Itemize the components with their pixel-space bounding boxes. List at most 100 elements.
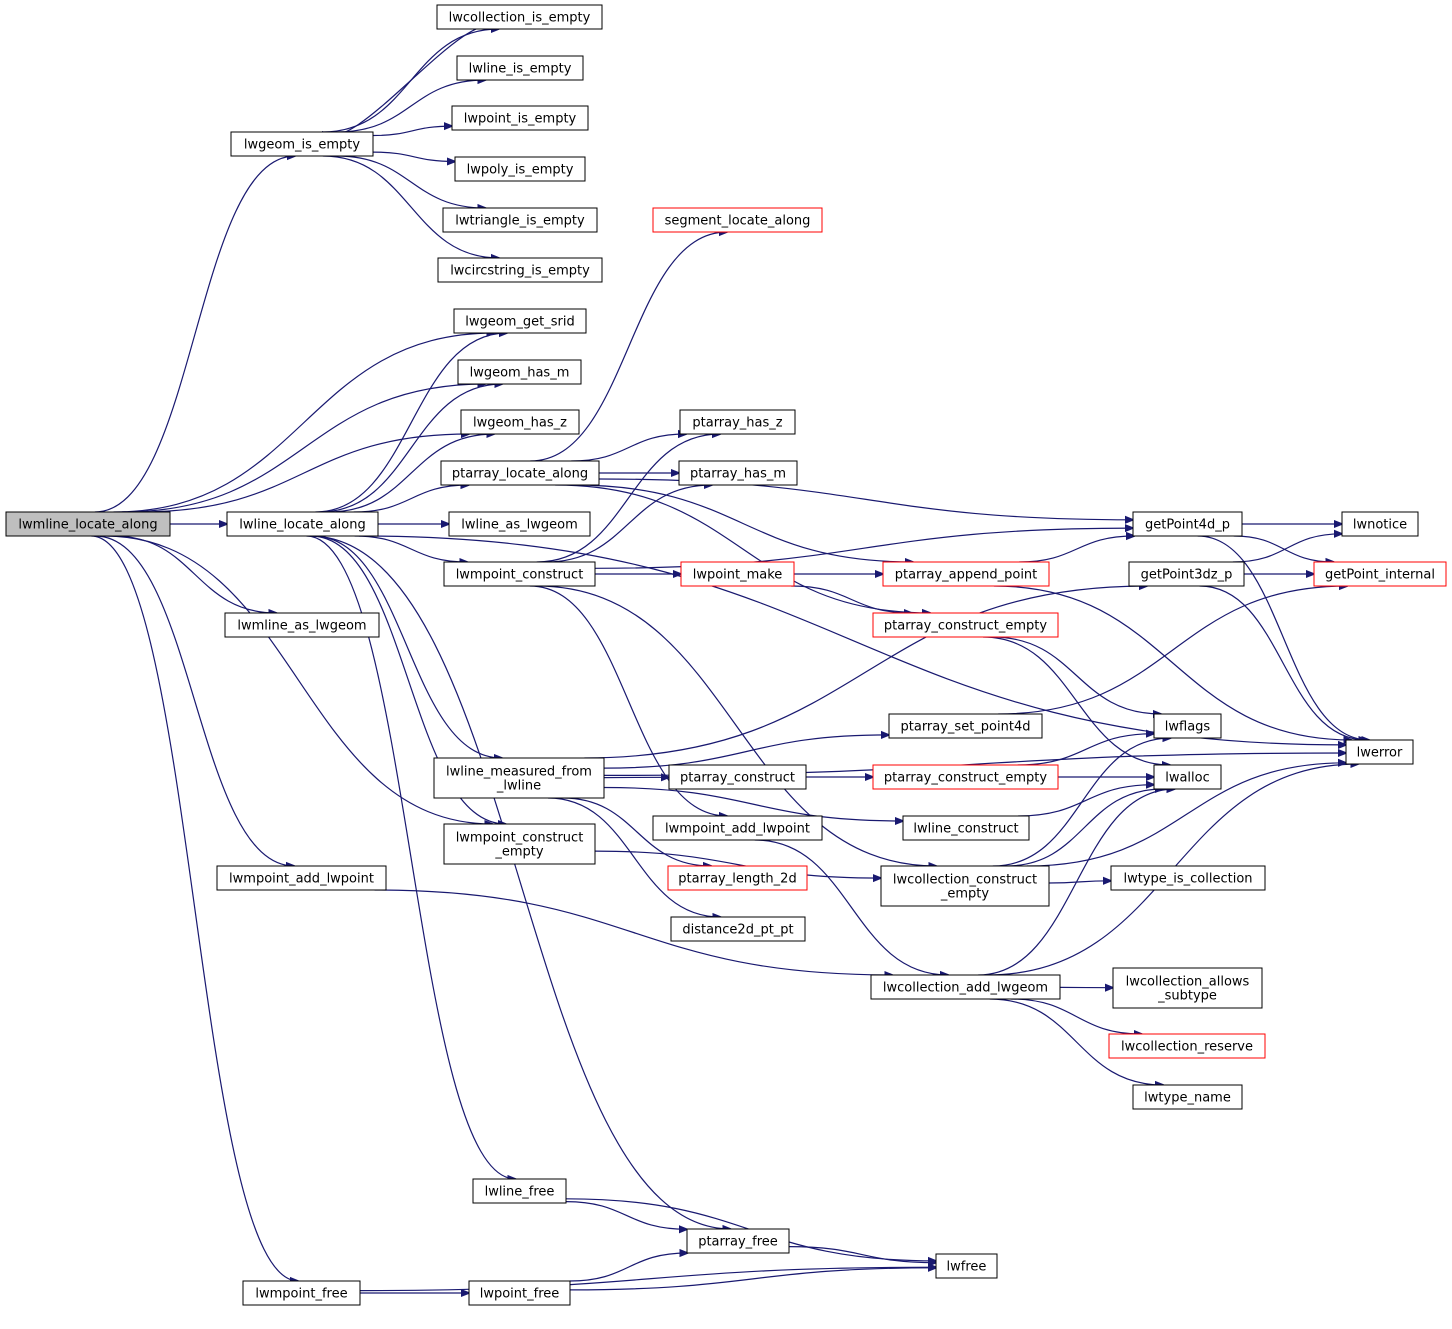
call-edge-lwline_locate_along-to-lwgeom_get_srid	[315, 333, 507, 513]
node-label: lwpoint_free	[480, 1287, 560, 1302]
node-label: ptarray_has_z	[692, 416, 782, 431]
function-node-lwline-construct[interactable]: lwline_construct	[902, 815, 1030, 841]
node-box	[1132, 511, 1243, 537]
call-edge-line	[788, 1246, 936, 1263]
call-edge-line	[992, 738, 1171, 867]
function-node-lwnotice[interactable]: lwnotice	[1341, 511, 1419, 537]
call-edge-lwmpoint_add_lwpoint_mid-to-lwcollection_add_lwgeom	[754, 839, 949, 975]
function-node-lwmpoint-free[interactable]: lwmpoint_free	[242, 1280, 361, 1306]
function-node-lwtype-is-collection[interactable]: lwtype_is_collection	[1110, 865, 1266, 891]
function-node-lwmpoint-add-lwpoint-left[interactable]: lwmpoint_add_lwpoint	[216, 865, 387, 891]
node-label: ptarray_construct_empty	[884, 771, 1047, 786]
call-edge-line	[603, 735, 889, 769]
function-node-lwflags[interactable]: lwflags	[1153, 713, 1222, 739]
function-node-lwmpoint-construct-empty[interactable]: lwmpoint_construct_empty	[443, 823, 596, 865]
node-label: lwcollection_is_empty	[449, 11, 591, 26]
function-node-lwline-free[interactable]: lwline_free	[472, 1178, 567, 1204]
function-node-lwtype-name[interactable]: lwtype_name	[1132, 1084, 1243, 1110]
function-node-lwcollection-construct-empty[interactable]: lwcollection_construct_empty	[880, 865, 1050, 907]
function-node-lwalloc[interactable]: lwalloc	[1153, 764, 1222, 790]
function-node-distance2d-pt-pt[interactable]: distance2d_pt_pt	[670, 916, 806, 942]
node-box	[870, 974, 1061, 1000]
function-node-ptarray-length-2d[interactable]: ptarray_length_2d	[667, 865, 808, 891]
call-edge-lwcollection_add_lwgeom-to-lwcollection_reserve	[1010, 998, 1142, 1034]
function-node-lwtriangle-is-empty[interactable]: lwtriangle_is_empty	[442, 207, 598, 233]
function-node-ptarray-construct-empty-b[interactable]: ptarray_construct_empty	[872, 764, 1059, 790]
call-edge-lwpoint_free-to-lwfree	[569, 1268, 936, 1291]
function-node-lwgeom-has-z[interactable]: lwgeom_has_z	[460, 409, 580, 435]
function-node-lwfree[interactable]: lwfree	[935, 1253, 998, 1279]
function-node-ptarray-set-point4d[interactable]: ptarray_set_point4d	[888, 713, 1043, 739]
call-edge-line	[998, 586, 1347, 715]
node-box	[1112, 967, 1263, 1009]
call-edge-lwpoint_free-to-ptarray_free	[569, 1253, 688, 1282]
call-edge-line	[113, 333, 495, 513]
function-node-ptarray-construct[interactable]: ptarray_construct	[668, 764, 807, 790]
function-node-segment-locate-along[interactable]: segment_locate_along	[652, 207, 823, 233]
function-node-lwline-measured-from-lwline[interactable]: lwline_measured_from_lwline	[433, 757, 605, 799]
function-node-ptarray-free[interactable]: ptarray_free	[686, 1228, 790, 1254]
function-node-lwcollection-is-empty[interactable]: lwcollection_is_empty	[436, 4, 603, 30]
node-label: lwline_is_empty	[469, 62, 572, 77]
function-node-ptarray-append-point[interactable]: ptarray_append_point	[882, 561, 1050, 587]
node-box	[443, 823, 596, 865]
function-node-getPoint3dz-p[interactable]: getPoint3dz_p	[1128, 561, 1245, 587]
node-label: lwmpoint_construct	[456, 831, 584, 846]
function-node-lwpoly-is-empty[interactable]: lwpoly_is_empty	[454, 156, 586, 182]
call-edge-lwline_locate_along-to-ptarray_locate_along	[353, 485, 469, 513]
call-edge-lwline_measured_from_lwline-to-distance2d_pt_pt	[547, 797, 721, 917]
function-node-ptarray-locate-along[interactable]: ptarray_locate_along	[440, 460, 600, 486]
node-box	[468, 1280, 571, 1306]
node-label: lwmline_as_lwgeom	[237, 619, 366, 634]
function-node-lwcollection-reserve[interactable]: lwcollection_reserve	[1108, 1033, 1266, 1059]
function-node-root[interactable]: lwmline_locate_along	[5, 511, 171, 537]
call-edge-line	[530, 232, 727, 462]
call-edge-lwline_measured_from_lwline-to-getPoint3dz_p	[584, 586, 1147, 759]
node-label: ptarray_length_2d	[678, 872, 796, 887]
node-box	[224, 612, 380, 638]
function-node-lwcollection-allows-subtype[interactable]: lwcollection_allows_subtype	[1112, 967, 1263, 1009]
node-label: lwpoint_is_empty	[464, 112, 577, 127]
function-node-lwgeom-get-srid[interactable]: lwgeom_get_srid	[453, 308, 587, 334]
call-edge-line	[315, 333, 507, 513]
call-edge-line	[312, 535, 502, 758]
function-node-ptarray-has-z[interactable]: ptarray_has_z	[679, 409, 796, 435]
node-label: lwflags	[1165, 720, 1211, 735]
call-edge-line	[1005, 789, 1163, 867]
function-node-lwpoint-is-empty[interactable]: lwpoint_is_empty	[451, 105, 589, 131]
call-edge-lwline_measured_from_lwline-to-lwline_construct	[603, 786, 903, 822]
call-edge-lwmpoint_free-to-lwfree	[359, 1267, 936, 1292]
call-edge-line	[336, 80, 485, 133]
function-node-lwmpoint-construct[interactable]: lwmpoint_construct	[443, 561, 596, 587]
function-node-getPoint4d-p[interactable]: getPoint4d_p	[1132, 511, 1243, 537]
function-node-getPoint-internal[interactable]: getPoint_internal	[1313, 561, 1447, 587]
call-edge-line	[374, 889, 893, 975]
function-node-lwcircstring-is-empty[interactable]: lwcircstring_is_empty	[437, 257, 603, 283]
function-node-lwpoint-make[interactable]: lwpoint_make	[680, 561, 795, 587]
call-edge-root-to-lwmpoint_add_lwpoint_left	[95, 535, 294, 866]
function-node-lwline-as-lwgeom[interactable]: lwline_as_lwgeom	[448, 511, 591, 537]
call-edge-line	[319, 384, 503, 513]
node-label: _empty	[940, 887, 990, 902]
call-edge-lwcollection_add_lwgeom-to-lwalloc	[978, 789, 1175, 976]
function-node-lwline-locate-along[interactable]: lwline_locate_along	[226, 511, 379, 537]
node-label: lwcollection_add_lwgeom	[883, 981, 1048, 996]
function-node-lwmline-as-lwgeom[interactable]: lwmline_as_lwgeom	[224, 612, 380, 638]
function-node-lwgeom-is-empty[interactable]: lwgeom_is_empty	[230, 131, 374, 157]
function-node-lwcollection-add-lwgeom[interactable]: lwcollection_add_lwgeom	[870, 974, 1061, 1000]
call-edge-lwline_locate_along-to-ptarray_free	[309, 535, 731, 1229]
node-label: lwpoint_make	[693, 568, 783, 583]
call-edge-line	[1199, 585, 1367, 740]
node-box	[242, 1280, 361, 1306]
function-node-lwmpoint-add-lwpoint-mid[interactable]: lwmpoint_add_lwpoint	[652, 815, 823, 841]
node-label: lwfree	[947, 1260, 987, 1275]
function-node-lwerror[interactable]: lwerror	[1345, 739, 1414, 765]
function-node-lwgeom-has-m[interactable]: lwgeom_has_m	[457, 359, 582, 385]
function-node-lwline-is-empty[interactable]: lwline_is_empty	[456, 55, 584, 81]
call-edge-ptarray_locate_along-to-ptarray_construct_empty_a	[555, 484, 930, 613]
call-edge-ptarray_locate_along-to-ptarray_append_point	[572, 484, 913, 562]
function-node-ptarray-has-m[interactable]: ptarray_has_m	[678, 460, 798, 486]
call-edge-ptarray_construct_empty_a-to-lwflags	[991, 636, 1161, 714]
function-node-lwpoint-free[interactable]: lwpoint_free	[468, 1280, 571, 1306]
function-node-ptarray-construct-empty-a[interactable]: ptarray_construct_empty	[872, 612, 1059, 638]
